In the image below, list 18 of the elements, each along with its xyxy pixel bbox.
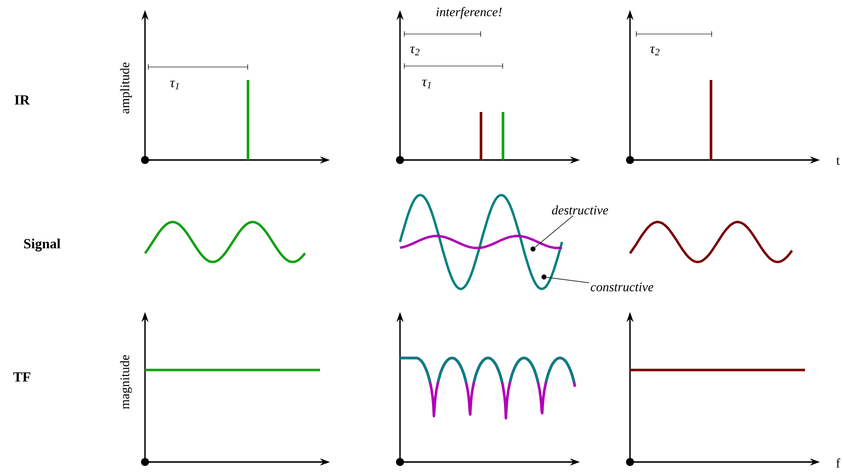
- row-label: Signal: [24, 238, 60, 252]
- row-label: TF: [13, 372, 30, 382]
- delay-label: τ$_{2}$: [410, 46, 420, 56]
- annotation-text: interference!: [436, 7, 502, 19]
- point-marker: [530, 246, 536, 252]
- delay-label: τ$_{2}$: [650, 46, 660, 56]
- point-marker: [542, 274, 546, 280]
- axis-title: amplitude: [120, 62, 132, 114]
- leader-line: [534, 215, 574, 248]
- delay-label: τ$_{1}$: [422, 80, 431, 88]
- delay-label: τ$_{1}$: [170, 80, 179, 90]
- annotation-text: constructive: [590, 282, 654, 292]
- row-label: IR: [14, 95, 30, 105]
- axis-title: magnitude: [120, 355, 132, 410]
- annotation-text: destructive: [552, 205, 608, 215]
- leader-line: [546, 277, 590, 284]
- axis-title: f: [836, 458, 840, 468]
- axis-title: t: [836, 157, 840, 165]
